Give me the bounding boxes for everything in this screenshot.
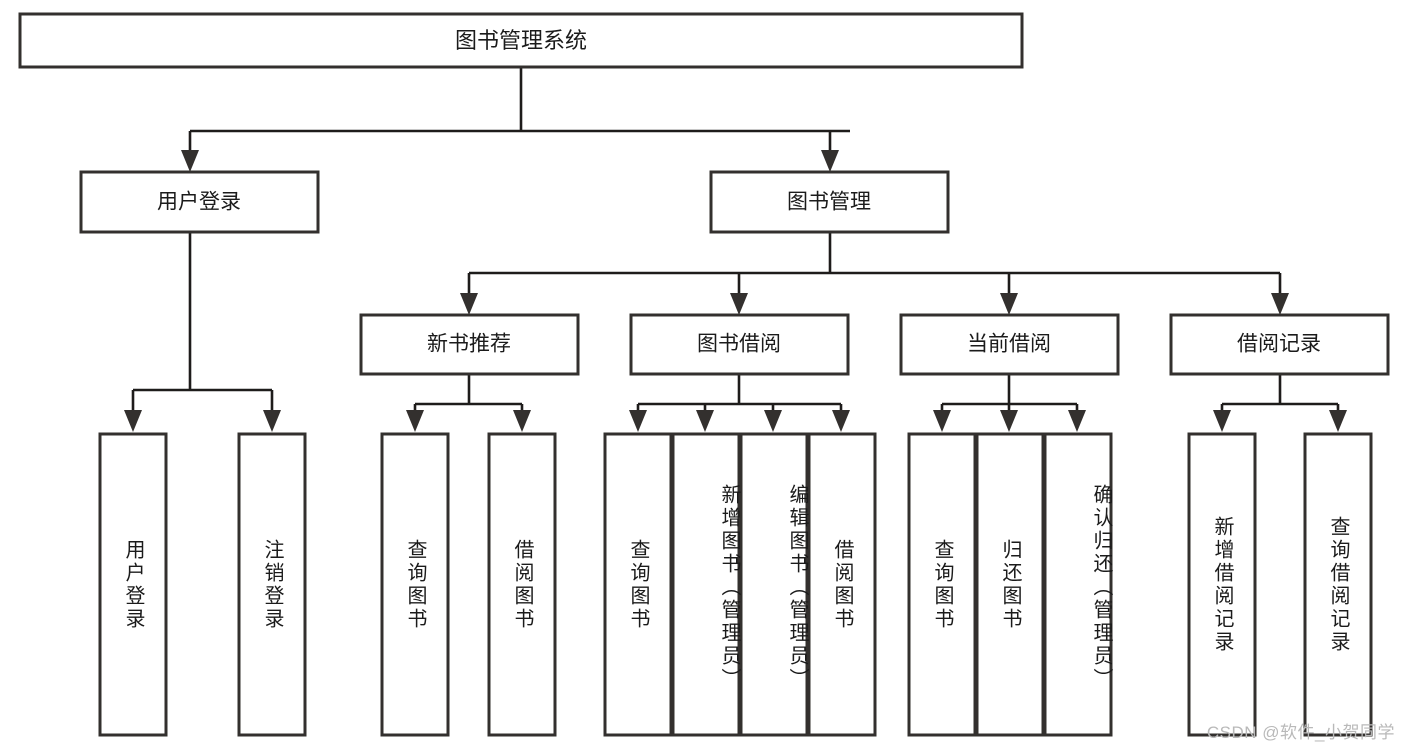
- node-borrow-record-label: 借阅记录: [1237, 333, 1321, 356]
- connector-root-bus: [190, 67, 850, 133]
- connector-root-to-user-login: [181, 131, 199, 172]
- node-user-login-label: 用户登录: [157, 191, 241, 214]
- node-current-borrow-label: 当前借阅: [967, 333, 1051, 356]
- leaf-current-borrow-0[interactable]: [907, 432, 977, 737]
- leaf-user-login-1[interactable]: [237, 432, 307, 737]
- node-user-login[interactable]: 用户登录: [79, 170, 320, 234]
- leaf-new-book-1[interactable]: [487, 432, 557, 737]
- node-book-borrow[interactable]: 图书借阅: [629, 313, 850, 376]
- connector-current-borrow-bus: [933, 374, 1086, 432]
- leaf-borrow-record-1[interactable]: [1303, 432, 1373, 737]
- connector-book-borrow-bus: [629, 374, 850, 432]
- node-current-borrow[interactable]: 当前借阅: [899, 313, 1120, 376]
- leaf-book-borrow-1[interactable]: [671, 432, 741, 737]
- connector-new-book-bus: [406, 374, 531, 432]
- node-root[interactable]: 图书管理系统: [18, 12, 1024, 69]
- connector-book-manage-bus: [460, 232, 1289, 315]
- node-borrow-record[interactable]: 借阅记录: [1169, 313, 1390, 376]
- connector-root-to-book-manage: [821, 131, 839, 172]
- leaf-book-borrow-3[interactable]: [807, 432, 877, 737]
- leaf-borrow-record-0[interactable]: [1187, 432, 1257, 737]
- node-root-label: 图书管理系统: [455, 28, 587, 53]
- leaf-current-borrow-1[interactable]: [975, 432, 1045, 737]
- connector-user-login-bus: [124, 232, 281, 432]
- leaf-book-borrow-0[interactable]: [603, 432, 673, 737]
- watermark-text: CSDN @软件_小贺同学: [1206, 723, 1395, 742]
- node-book-manage-label: 图书管理: [787, 191, 871, 214]
- leaf-book-borrow-2[interactable]: [739, 432, 809, 737]
- leaf-new-book-0[interactable]: [380, 432, 450, 737]
- connector-borrow-record-bus: [1213, 374, 1347, 432]
- node-book-borrow-label: 图书借阅: [697, 333, 781, 356]
- node-new-book-recommend[interactable]: 新书推荐: [359, 313, 580, 376]
- leaf-user-login-0[interactable]: [98, 432, 168, 737]
- leaf-current-borrow-2[interactable]: [1043, 432, 1113, 737]
- node-new-book-recommend-label: 新书推荐: [427, 333, 511, 356]
- node-book-manage[interactable]: 图书管理: [709, 170, 950, 234]
